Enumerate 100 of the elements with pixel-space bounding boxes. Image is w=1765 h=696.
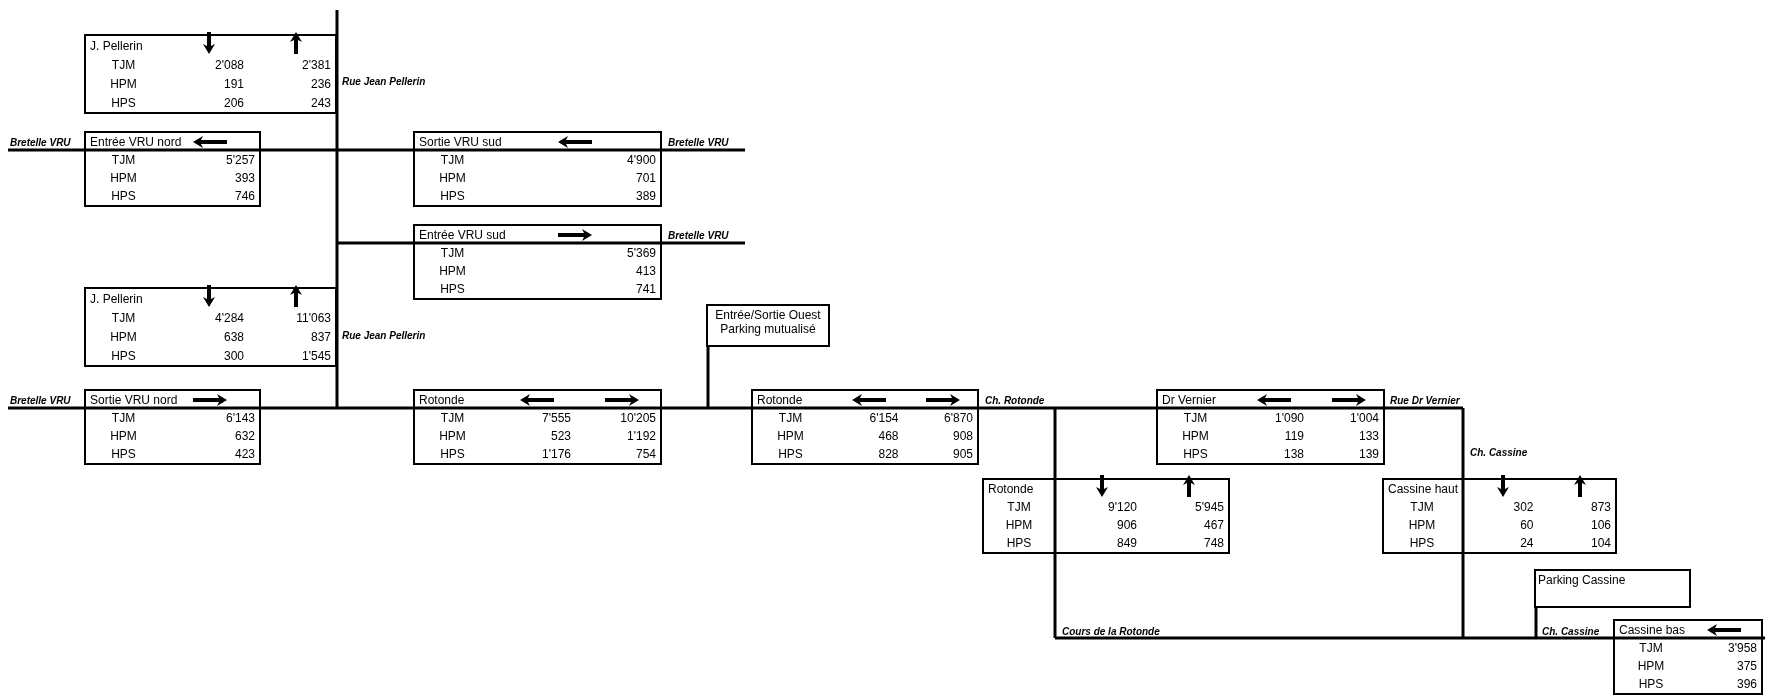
count-value: 191 — [222, 76, 244, 91]
row-label: HPM — [109, 171, 138, 185]
row-label: TJM — [1638, 641, 1664, 655]
traffic-count-table — [84, 287, 337, 367]
count-value: 139 — [1357, 447, 1379, 461]
count-value: 6'870 — [943, 411, 973, 425]
traffic-count-table — [1613, 619, 1763, 695]
row-label: HPM — [1636, 659, 1666, 673]
row-label: HPM — [109, 76, 138, 91]
row-label: HPM — [1181, 429, 1210, 443]
count-value: 104 — [1589, 536, 1611, 550]
row-label: HPM — [438, 171, 467, 185]
count-value: 906 — [1115, 518, 1137, 532]
table-title: Dr Vernier — [1162, 393, 1217, 407]
count-value: 133 — [1357, 429, 1379, 443]
count-value: 523 — [549, 429, 571, 443]
count-value: 1'192 — [626, 429, 656, 443]
count-value: 423 — [233, 447, 255, 461]
count-value: 5'945 — [1194, 500, 1224, 514]
row-label: TJM — [439, 246, 466, 260]
count-value: 741 — [634, 282, 656, 296]
traffic-count-table — [413, 131, 662, 207]
street-name: Bretelle VRU — [668, 137, 729, 149]
count-value: 7'555 — [541, 411, 571, 425]
street-name: Cours de la Rotonde — [1062, 626, 1160, 638]
table-title: Cassine haut — [1388, 482, 1459, 496]
row-label: HPS — [110, 95, 137, 110]
count-value: 3'958 — [1727, 641, 1757, 655]
traffic-count-table — [751, 389, 979, 465]
count-value: 206 — [222, 95, 244, 110]
row-label: HPS — [777, 447, 804, 461]
count-value: 119 — [1283, 429, 1304, 443]
row-label: HPS — [439, 447, 466, 461]
count-value: 828 — [877, 447, 899, 461]
row-label: HPS — [1408, 536, 1436, 550]
row-label: TJM — [439, 153, 466, 167]
row-label: HPS — [1005, 536, 1033, 550]
count-value: 905 — [951, 447, 973, 461]
count-value: 11'063 — [295, 310, 331, 325]
street-name: Ch. Cassine — [1542, 626, 1600, 638]
row-label: TJM — [439, 411, 466, 425]
street-name: Bretelle VRU — [10, 137, 71, 149]
count-value: 1'545 — [301, 348, 331, 363]
count-value: 467 — [1202, 518, 1224, 532]
count-value: 873 — [1589, 500, 1611, 514]
table-title: Entrée VRU sud — [419, 228, 506, 242]
count-value: 5'369 — [626, 246, 656, 260]
traffic-count-table — [413, 224, 662, 300]
row-label: HPM — [109, 429, 138, 443]
count-value: 701 — [634, 171, 656, 185]
parking-box — [1534, 569, 1691, 608]
count-value: 849 — [1115, 536, 1137, 550]
count-value: 375 — [1735, 659, 1757, 673]
row-label: TJM — [110, 153, 137, 167]
row-label: HPM — [109, 329, 138, 344]
row-label: HPS — [439, 282, 466, 296]
count-value: 9'120 — [1107, 500, 1137, 514]
traffic-count-table — [1382, 478, 1617, 554]
count-value: 754 — [634, 447, 656, 461]
row-label: HPS — [110, 348, 137, 363]
table-title: J. Pellerin — [90, 38, 143, 53]
street-name: Ch. Cassine — [1470, 447, 1528, 459]
row-label: TJM — [110, 411, 137, 425]
table-title: Cassine bas — [1619, 623, 1686, 637]
parking-box — [706, 304, 830, 347]
count-value: 413 — [634, 264, 656, 278]
parking-name: Parking Cassine — [1538, 573, 1627, 587]
count-value: 24 — [1519, 536, 1534, 550]
row-label: HPS — [439, 189, 466, 203]
row-label: TJM — [1182, 411, 1209, 425]
row-label: HPS — [1182, 447, 1209, 461]
table-title: J. Pellerin — [90, 291, 143, 306]
count-value: 837 — [309, 329, 331, 344]
traffic-count-table — [84, 34, 337, 114]
row-label: TJM — [1006, 500, 1032, 514]
row-label: HPM — [1004, 518, 1034, 532]
street-name: Rue Dr Vernier — [1390, 395, 1460, 407]
row-label: HPM — [776, 429, 805, 443]
count-value: 60 — [1519, 518, 1534, 532]
count-value: 5'257 — [225, 153, 255, 167]
count-value: 302 — [1512, 500, 1534, 514]
count-value: 2'088 — [214, 57, 244, 72]
traffic-count-table — [84, 131, 261, 207]
table-title: Sortie VRU nord — [90, 393, 178, 407]
count-value: 4'900 — [626, 153, 656, 167]
table-title: Rotonde — [757, 393, 803, 407]
count-value: 389 — [634, 189, 656, 203]
parking-name: Entrée/Sortie Ouest Parking mutualisé — [714, 308, 822, 336]
table-title: Rotonde — [419, 393, 465, 407]
count-value: 138 — [1282, 447, 1304, 461]
street-name: Ch. Rotonde — [985, 395, 1045, 407]
row-label: HPM — [438, 264, 467, 278]
street-name: Rue Jean Pellerin — [342, 330, 426, 342]
count-value: 746 — [233, 189, 255, 203]
count-value: 6'154 — [868, 411, 899, 425]
count-value: 393 — [233, 171, 255, 185]
row-label: HPS — [110, 447, 137, 461]
row-label: TJM — [110, 57, 137, 72]
count-value: 638 — [222, 329, 244, 344]
count-value: 632 — [233, 429, 255, 443]
